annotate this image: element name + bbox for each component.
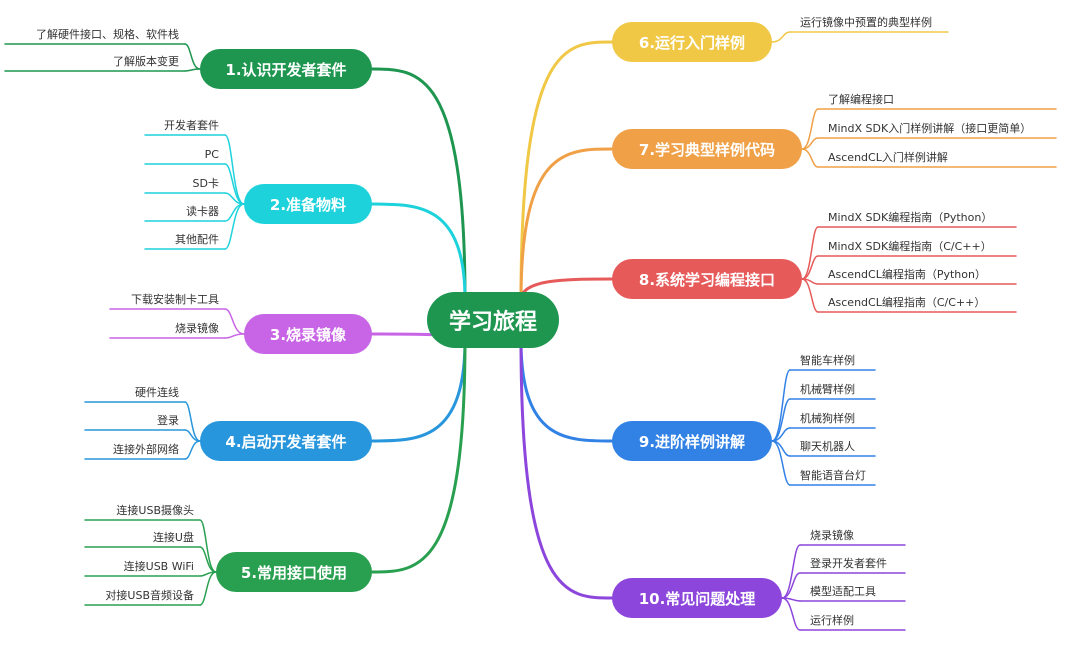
leaf-item[interactable]: 登录 — [157, 414, 179, 427]
leaf-connector — [199, 571, 217, 606]
leaf-item[interactable]: PC — [204, 148, 219, 161]
leaf-item[interactable]: MindX SDK编程指南（C/C++） — [828, 240, 992, 253]
branch-node-6[interactable]: 6.运行入门样例 — [612, 22, 772, 62]
leaf-item[interactable]: 对接USB音频设备 — [105, 589, 194, 602]
leaf-item[interactable]: 模型适配工具 — [810, 585, 876, 598]
leaf-item[interactable]: 连接USB WiFi — [123, 560, 194, 573]
leaf-connector — [199, 519, 217, 573]
leaf-item[interactable]: 运行样例 — [810, 614, 854, 627]
leaf-item[interactable]: 烧录镜像 — [175, 322, 219, 335]
branch-node-1[interactable]: 1.认识开发者套件 — [200, 49, 372, 89]
leaf-connector — [184, 401, 201, 442]
branch-node-3[interactable]: 3.烧录镜像 — [244, 314, 372, 354]
branch-node-7[interactable]: 7.学习典型样例代码 — [612, 129, 802, 169]
leaf-item[interactable]: 读卡器 — [186, 205, 219, 218]
leaf-item[interactable]: 连接USB摄像头 — [116, 504, 194, 517]
leaf-connector — [771, 369, 791, 442]
leaf-item[interactable]: 其他配件 — [175, 233, 219, 246]
branch-connector-4 — [370, 338, 467, 443]
leaf-connector — [801, 148, 819, 168]
leaf-connector — [184, 43, 201, 70]
leaf-connector — [771, 440, 791, 457]
branch-connector-2 — [370, 202, 467, 302]
leaf-connector — [771, 398, 791, 442]
leaf-connector — [801, 255, 819, 280]
leaf-item[interactable]: 智能语音台灯 — [800, 469, 866, 482]
leaf-item[interactable]: AscendCL编程指南（Python） — [828, 268, 986, 281]
leaf-item[interactable]: AscendCL入门样例讲解 — [828, 151, 948, 164]
leaf-connector — [801, 108, 819, 150]
leaf-connector — [224, 203, 245, 250]
leaf-connector — [781, 597, 801, 631]
branch-node-4[interactable]: 4.启动开发者套件 — [200, 421, 372, 461]
leaf-item[interactable]: 运行镜像中预置的典型样例 — [800, 16, 932, 29]
branch-node-9[interactable]: 9.进阶样例讲解 — [612, 421, 772, 461]
leaf-item[interactable]: 机械臂样例 — [800, 383, 855, 396]
leaf-connector — [781, 572, 801, 599]
branch-node-2[interactable]: 2.准备物料 — [244, 184, 372, 224]
branch-connector-6 — [519, 40, 614, 302]
leaf-connector — [771, 440, 791, 486]
leaf-item[interactable]: 下载安装制卡工具 — [131, 293, 219, 306]
leaf-item[interactable]: 硬件连线 — [135, 386, 179, 399]
leaf-item[interactable]: 智能车样例 — [800, 354, 855, 367]
branch-connector-7 — [519, 147, 614, 302]
leaf-item[interactable]: AscendCL编程指南（C/C++） — [828, 296, 986, 309]
branch-connector-9 — [519, 338, 614, 443]
leaf-item[interactable]: 连接外部网络 — [113, 443, 179, 456]
leaf-item[interactable]: 烧录镜像 — [810, 529, 854, 542]
branch-connector-5 — [370, 338, 467, 574]
leaf-connector — [771, 31, 791, 43]
branch-node-5[interactable]: 5.常用接口使用 — [216, 552, 372, 592]
leaf-item[interactable]: 了解版本变更 — [113, 55, 179, 68]
leaf-item[interactable]: 机械狗样例 — [800, 412, 855, 425]
leaf-connector — [801, 278, 819, 313]
leaf-connector — [224, 333, 245, 339]
branch-connector-1 — [370, 67, 467, 302]
leaf-connector — [781, 544, 801, 599]
leaf-item[interactable]: 了解硬件接口、规格、软件栈 — [36, 28, 179, 41]
branch-connector-10 — [519, 338, 614, 600]
leaf-item[interactable]: 登录开发者套件 — [810, 557, 887, 570]
leaf-item[interactable]: 连接U盘 — [152, 531, 194, 544]
branch-node-10[interactable]: 10.常见问题处理 — [612, 578, 782, 618]
leaf-connector — [801, 226, 819, 280]
leaf-connector — [184, 68, 201, 72]
leaf-connector — [199, 546, 217, 573]
branch-node-8[interactable]: 8.系统学习编程接口 — [612, 259, 802, 299]
leaf-item[interactable]: MindX SDK入门样例讲解（接口更简单） — [828, 122, 1032, 135]
leaf-connector — [224, 163, 245, 205]
leaf-item[interactable]: 开发者套件 — [164, 119, 219, 132]
leaf-connector — [184, 440, 201, 460]
leaf-item[interactable]: SD卡 — [192, 177, 219, 190]
leaf-connector — [224, 308, 245, 335]
leaf-item[interactable]: MindX SDK编程指南（Python） — [828, 211, 993, 224]
leaf-item[interactable]: 聊天机器人 — [800, 440, 855, 453]
leaf-item[interactable]: 了解编程接口 — [828, 93, 894, 106]
center-node[interactable]: 学习旅程 — [427, 292, 559, 348]
